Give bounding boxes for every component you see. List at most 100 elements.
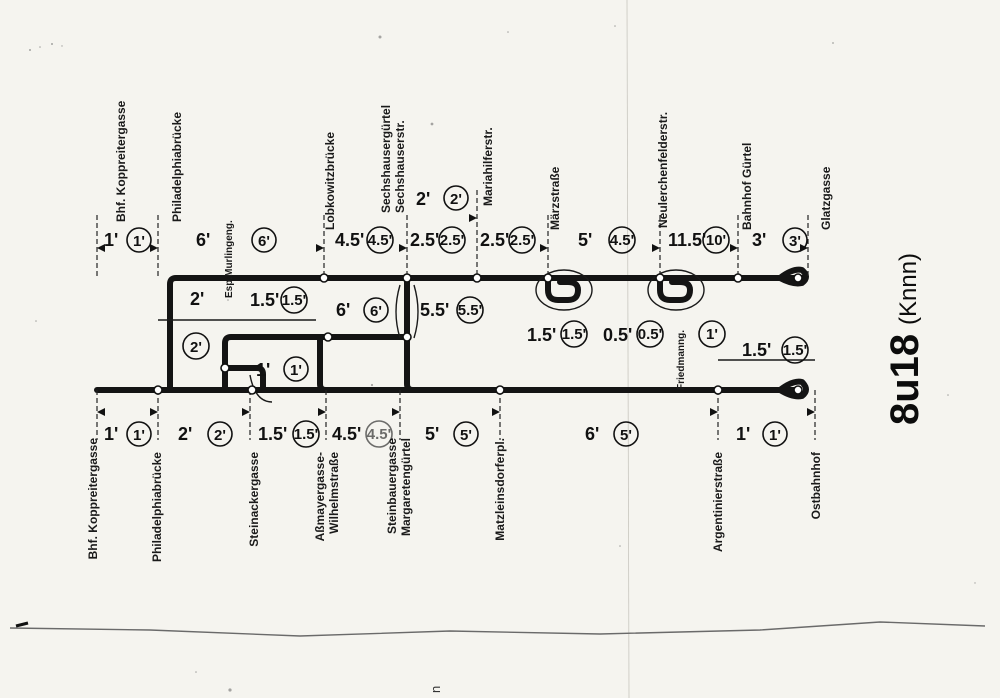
stop-top-sechshauserstr: Sechshauserstr.	[393, 120, 407, 213]
times-inner: 2' 1' 1'	[182, 332, 309, 382]
time-top-3-circle: 2.5'	[440, 232, 464, 249]
time-top-0-circle: 1'	[133, 233, 145, 250]
time-top-4-circle: 2.5'	[510, 232, 534, 249]
stop-bottom-argentinierstrasse: Argentinierstraße	[711, 452, 725, 552]
time-top-0: 1'	[104, 230, 118, 250]
time-loop-1-circle: 0.5'	[638, 326, 662, 343]
time-top-upper-circle: 2'	[450, 191, 462, 208]
stop-bottom-wilhelmstrasse: Wilhelmstraße	[327, 452, 341, 534]
times-loops: 1.5' 1.5' 0.5' 0.5' 1'	[527, 320, 726, 348]
times-east: 1.5' 1.5'	[742, 336, 809, 364]
times-bottom-row: 1' 1' 2' 2' 1.5' 1.5' 4.5' 4.5' 5' 5' 6'…	[104, 420, 788, 448]
stop-bottom-koppreitergasse: Bhf. Koppreitergasse	[86, 438, 100, 560]
time-bottom-5-circle: 5'	[620, 427, 632, 444]
time-mid-2-circle: 6'	[370, 303, 382, 320]
time-bottom-0: 1'	[104, 424, 118, 444]
time-bottom-2: 1.5'	[258, 424, 287, 444]
route-loop-friedmann	[657, 275, 693, 303]
stop-friedmanng: Friedmanng.	[676, 330, 687, 390]
line-suffix: (Knnn)	[895, 253, 922, 325]
time-mid-3: 5.5'	[420, 300, 449, 320]
route-mid-short	[317, 334, 329, 393]
time-top-5: 5'	[578, 230, 592, 250]
time-loop-1: 0.5'	[603, 325, 632, 345]
time-bottom-4: 5'	[425, 424, 439, 444]
time-bottom-4-circle: 5'	[460, 427, 472, 444]
stop-top-bahnhof-guertel: Bahnhof Gürtel	[740, 143, 754, 230]
time-loop-0: 1.5'	[527, 325, 556, 345]
time-top-4: 2.5'	[480, 230, 509, 250]
stop-top-philadelphiabruecke: Philadelphiabrücke	[170, 112, 184, 222]
time-top-7: 3'	[752, 230, 766, 250]
time-bottom-2-circle: 1.5'	[294, 426, 318, 443]
time-top-6: 11.5'	[668, 230, 706, 250]
time-top-3: 2.5'	[410, 230, 439, 250]
times-top-row: 1' 1' 6' 6' 4.5' 4.5' 2.5' 2.5' 2.5' 2.5…	[104, 226, 808, 254]
time-top-upper: 2'	[416, 189, 430, 209]
time-arrows	[97, 214, 815, 416]
stop-esp-murlingeng: Esp.Murlingeng.	[224, 220, 235, 298]
time-bottom-3-circle: 4.5'	[367, 426, 391, 443]
time-top-6-circle: 10'	[706, 232, 726, 249]
bottom-tick-lines	[96, 390, 816, 440]
stop-bottom-steinackergasse: Steinackergasse	[247, 452, 261, 547]
route-loop-marz	[545, 275, 581, 303]
time-inner-0-circle: 2'	[190, 339, 202, 356]
stop-top-glatzgasse: Glatzgasse	[819, 166, 833, 230]
route-inner-loop	[222, 365, 266, 393]
times-top-upper: 2' 2'	[416, 185, 469, 211]
stop-top-sechshauserguertel: Sechshausergürtel	[379, 105, 393, 213]
footer-mark: n	[428, 686, 443, 693]
time-mid-3-circle: 5.5'	[458, 302, 482, 319]
route-east-loop-top	[777, 266, 809, 287]
time-top-7-circle: 3'	[789, 233, 801, 250]
stop-top-lobkowitzbruecke: Lobkowitzbrücke	[323, 132, 337, 230]
route-down-branch	[404, 334, 503, 393]
time-bottom-1-circle: 2'	[214, 427, 226, 444]
time-top-1: 6'	[196, 230, 210, 250]
stop-top-mariahilferstr: Mariahilferstr.	[481, 127, 495, 206]
stop-bottom-assmayergasse: Aßmayergasse-	[313, 452, 327, 541]
time-bottom-0-circle: 1'	[133, 427, 145, 444]
time-mid-0: 2'	[190, 289, 204, 309]
time-top-5-circle: 4.5'	[610, 232, 634, 249]
stop-dots	[153, 273, 803, 395]
time-top-1-circle: 6'	[258, 233, 270, 250]
time-bottom-6-circle: 1'	[769, 427, 781, 444]
time-top-2-circle: 4.5'	[368, 232, 392, 249]
times-middle-row: 2' 1.5' 1.5' 6' 6' 5.5' 5.5'	[190, 286, 484, 324]
stop-bottom-matzleinsdorferpl: Matzleinsdorferpl.	[493, 438, 507, 541]
guide-lines	[158, 269, 815, 403]
time-top-2: 4.5'	[335, 230, 364, 250]
stop-bottom-philadelphiabruecke: Philadelphiabrücke	[150, 452, 164, 562]
time-bottom-1: 2'	[178, 424, 192, 444]
time-mid-1-circle: 1.5'	[282, 292, 306, 309]
time-east-circle: 1.5'	[783, 342, 807, 359]
route-main-top	[167, 275, 808, 393]
time-inner-1: 1'	[256, 360, 270, 380]
time-mid-2: 6'	[336, 300, 350, 320]
time-bottom-6: 1'	[736, 424, 750, 444]
stop-bottom-margaretenguertel: Margaretengürtel	[399, 438, 413, 536]
bottom-stop-labels: Bhf. Koppreitergasse Philadelphiabrücke …	[86, 438, 823, 562]
time-mid-1: 1.5'	[250, 290, 279, 310]
time-bottom-3: 4.5'	[332, 424, 361, 444]
line-number: 8u18	[883, 334, 927, 425]
top-tick-lines	[96, 190, 809, 278]
stop-top-neulerchenfelderstr: Neulerchenfelderstr.	[656, 112, 670, 228]
route-east-loop-bottom	[777, 378, 809, 400]
time-inner-1-circle: 1'	[290, 362, 302, 379]
stop-top-koppreitergasse: Bhf. Koppreitergasse	[114, 100, 128, 222]
stop-top-maerzstrasse: Märzstraße	[548, 166, 562, 230]
top-stop-labels: Bhf. Koppreitergasse Philadelphiabrücke …	[114, 100, 833, 230]
stop-bottom-steinbauergasse: Steinbauergasse	[385, 438, 399, 534]
time-loop-0-circle: 1.5'	[562, 326, 586, 343]
line-title: 8u18 (Knnn)	[883, 253, 927, 425]
time-loop-2-circle: 1'	[706, 326, 718, 343]
route-mid-branch	[222, 275, 410, 393]
time-east: 1.5'	[742, 340, 771, 360]
time-bottom-5: 6'	[585, 424, 599, 444]
stop-bottom-ostbahnhof: Ostbahnhof	[809, 451, 823, 519]
